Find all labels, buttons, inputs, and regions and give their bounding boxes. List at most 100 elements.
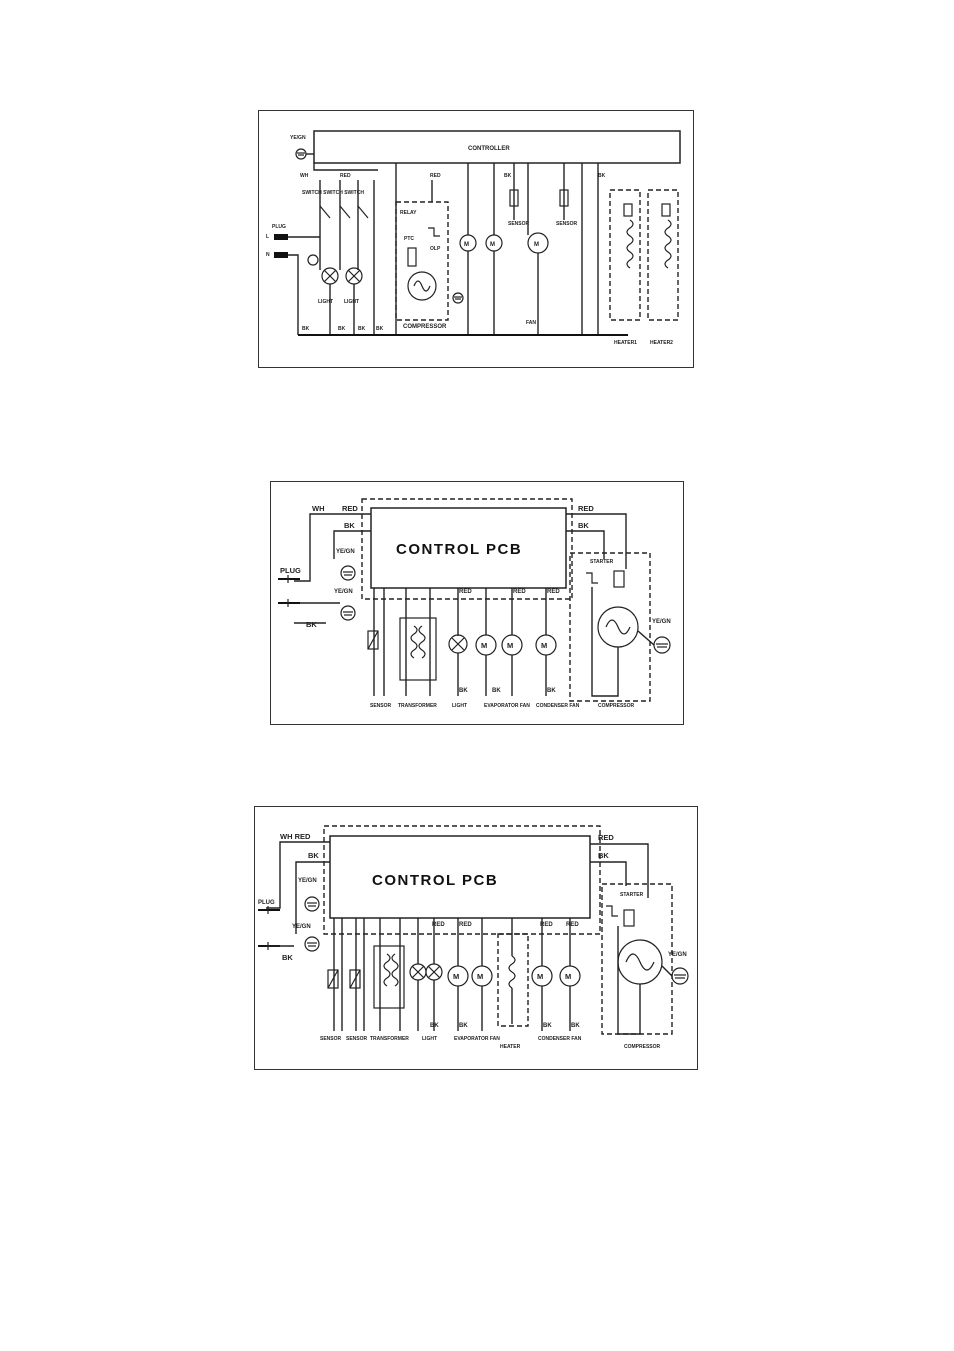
heater2-label: HEATER2 — [650, 340, 673, 346]
heater-dashed-box — [497, 933, 529, 1027]
compressor-label: COMPRESSOR — [403, 324, 447, 330]
compressor-dashed-box — [395, 201, 449, 321]
relay-label: RELAY — [400, 210, 417, 216]
light1-label: LIGHT — [318, 299, 333, 305]
red-label: RED — [342, 504, 358, 513]
motor-m3-label: M — [534, 242, 539, 248]
light2-label: LIGHT — [344, 299, 359, 305]
compressor-dashed-box — [569, 552, 651, 702]
earth-symbol — [295, 148, 307, 160]
starter-element — [623, 909, 635, 927]
plug-label: PLUG — [258, 900, 275, 906]
diagram-3-svg: CONTROL PCB WH RED BK YE/GN PLUG YE/GN B… — [254, 806, 698, 1070]
red-b-label: RED — [459, 922, 472, 928]
red-label: RED — [340, 173, 351, 179]
transformer-box — [399, 617, 437, 681]
m3-label: M — [541, 641, 547, 650]
plug-label: PLUG — [272, 224, 286, 230]
starter-label: STARTER — [590, 559, 614, 565]
ye-gn-2-label: YE/GN — [334, 589, 353, 595]
bk-a-label: BK — [459, 688, 468, 694]
fan-label: FAN — [526, 320, 536, 326]
bk-bottom-3: BK — [358, 326, 366, 332]
bk-left-label: BK — [282, 953, 293, 962]
bk-right-label: BK — [578, 521, 589, 530]
m2-label: M — [507, 641, 513, 650]
sensor2-element — [349, 969, 361, 989]
diagram-1-svg: CONTROLLER YE/GN WH RED RED BK BK SWITCH… — [258, 110, 694, 368]
olp-label: OLP — [430, 246, 441, 252]
bk-mid-label: BK — [598, 173, 606, 179]
motor-m2-label: M — [490, 242, 495, 248]
red-c-label: RED — [547, 589, 560, 595]
wiring-diagram-3: CONTROL PCB WH RED BK YE/GN PLUG YE/GN B… — [254, 806, 698, 1070]
compressor-label: COMPRESSOR — [624, 1044, 661, 1050]
starter-element — [613, 570, 625, 588]
bk-top-label: BK — [344, 521, 355, 530]
m4-label: M — [565, 972, 571, 981]
heater1-label: HEATER1 — [614, 340, 637, 346]
earth-symbol-right — [671, 967, 689, 985]
plug-pin-n — [274, 252, 288, 258]
bk-top-label: BK — [308, 851, 319, 860]
n-label: N — [266, 252, 270, 258]
earth-symbol-2 — [304, 936, 320, 952]
plug-pin-l — [274, 234, 288, 240]
condenser-fan-label: CONDENSER FAN — [538, 1036, 582, 1042]
bk-d-label: BK — [571, 1023, 580, 1029]
sensor-b-label: SENSOR — [556, 221, 578, 227]
top-earth-label: YE/GN — [290, 135, 306, 141]
m1-label: M — [481, 641, 487, 650]
switch-labels: SWITCH SWITCH SWITCH — [302, 190, 364, 196]
bk-bottom-2: BK — [338, 326, 346, 332]
red-a-label: RED — [459, 589, 472, 595]
ye-gn-1-label: YE/GN — [336, 549, 355, 555]
bk-right-label: BK — [598, 851, 609, 860]
evaporator-fan-label: EVAPORATOR FAN — [454, 1036, 500, 1042]
bk-a-label: BK — [430, 1023, 439, 1029]
bk-b-label: BK — [492, 688, 501, 694]
sensor-a-label: SENSOR — [508, 221, 530, 227]
control-pcb-label: CONTROL PCB — [372, 872, 498, 889]
diagram-3-frame — [254, 806, 698, 1070]
heater1-box — [609, 189, 641, 321]
bk-top-label: BK — [504, 173, 512, 179]
controller-label: CONTROLLER — [468, 146, 510, 152]
compressor-motor — [407, 271, 437, 301]
starter-label: STARTER — [620, 892, 644, 898]
sensor-label: SENSOR — [370, 703, 392, 709]
pcb-dashed-enclosure — [361, 498, 573, 600]
ye-gn-right-label: YE/GN — [652, 619, 671, 625]
wiring-diagram-1: CONTROLLER YE/GN WH RED RED BK BK SWITCH… — [258, 110, 694, 368]
red-d-label: RED — [566, 922, 579, 928]
red-right-label: RED — [598, 833, 614, 842]
sensor1-element — [327, 969, 339, 989]
ye-gn-2-label: YE/GN — [292, 924, 311, 930]
bk-left-label: BK — [306, 620, 317, 629]
diagram-2-frame — [270, 481, 684, 725]
pcb-dashed-enclosure — [323, 825, 601, 935]
transformer-label: TRANSFORMER — [370, 1036, 409, 1042]
motor-m1-label: M — [464, 242, 469, 248]
wh-label: WH — [312, 504, 325, 513]
bk-c-label: BK — [547, 688, 556, 694]
sensor-a — [509, 189, 519, 207]
diagram-1-frame — [258, 110, 694, 368]
m3-label: M — [537, 972, 543, 981]
sensor2-label: SENSOR — [346, 1036, 368, 1042]
control-pcb-label: CONTROL PCB — [396, 541, 522, 558]
ye-gn-1-label: YE/GN — [298, 878, 317, 884]
l-label: L — [266, 234, 269, 240]
red2-label: RED — [430, 173, 441, 179]
ye-gn-right-label: YE/GN — [668, 952, 687, 958]
red-a-label: RED — [432, 922, 445, 928]
sensor-b — [559, 189, 569, 207]
bk-b-label: BK — [459, 1023, 468, 1029]
m1-label: M — [453, 972, 459, 981]
earth-symbol-2 — [340, 605, 356, 621]
condenser-fan-label: CONDENSER FAN — [536, 703, 580, 709]
plug-label: PLUG — [280, 566, 301, 575]
earth-symbol-1 — [340, 565, 356, 581]
controller-box — [313, 130, 681, 164]
bk-bottom-4: BK — [376, 326, 384, 332]
